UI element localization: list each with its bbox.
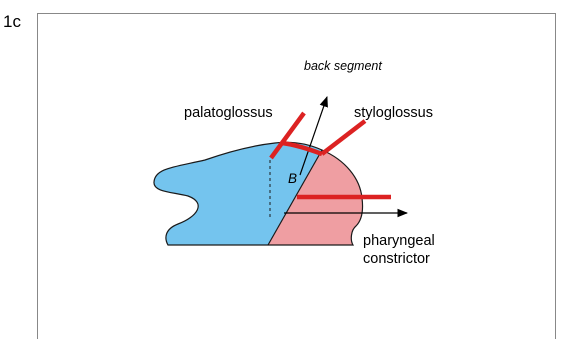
palatoglossus-label: palatoglossus xyxy=(184,105,273,121)
region-b-label: B xyxy=(288,171,297,186)
styloglossus-label: styloglossus xyxy=(354,105,433,121)
back-segment-label: back segment xyxy=(304,59,382,73)
styloglossus-muscle xyxy=(322,121,365,154)
panel-label: 1c xyxy=(3,12,21,31)
pharyngeal-label-line1: pharyngeal xyxy=(363,233,435,249)
pharyngeal-label-line2: constrictor xyxy=(363,251,430,267)
